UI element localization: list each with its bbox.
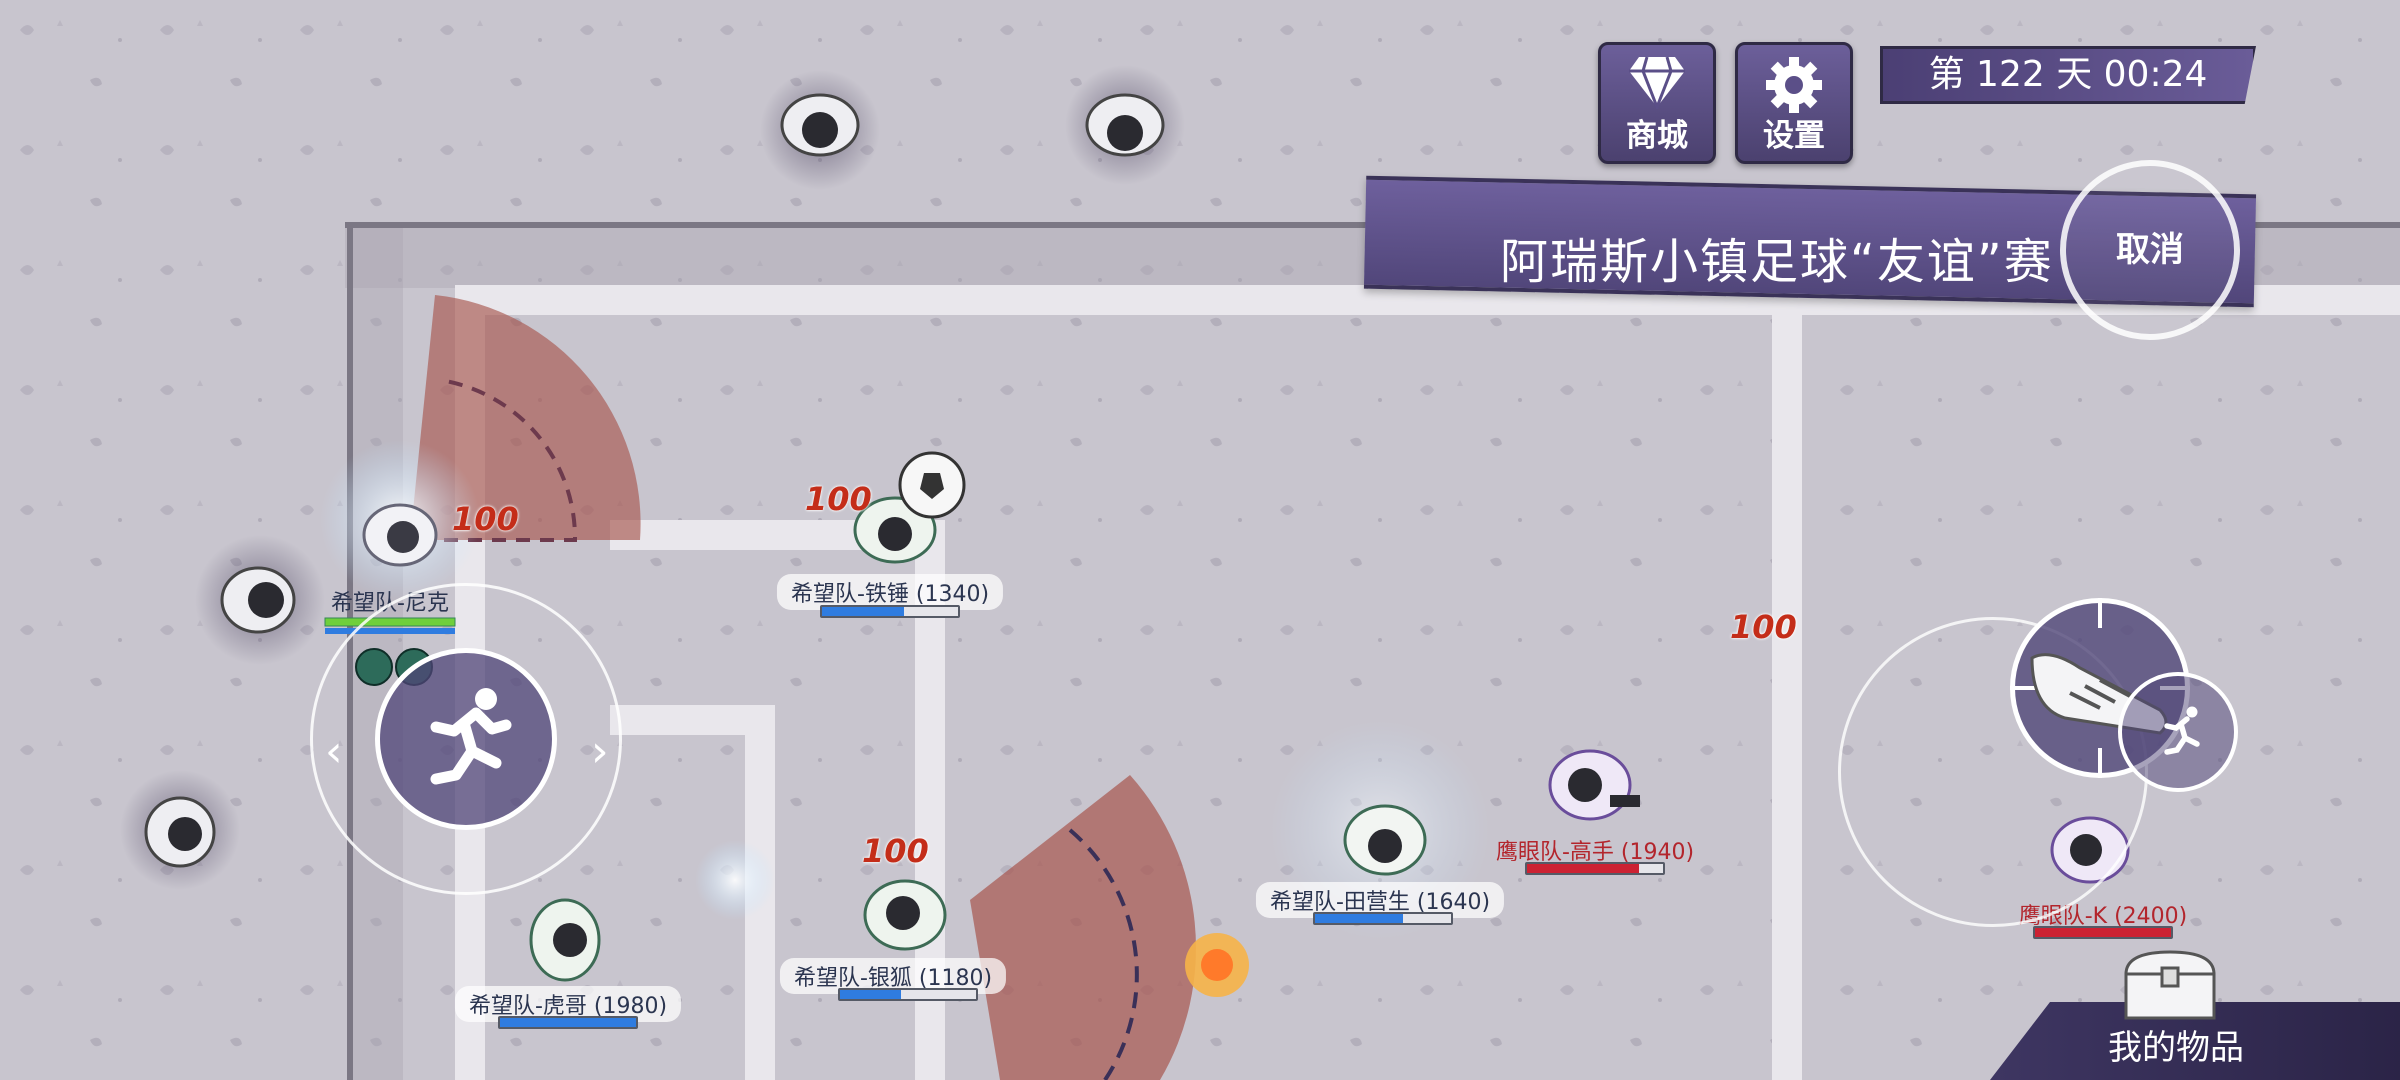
health-fill — [1315, 914, 1404, 923]
shop-label: 商城 — [1626, 118, 1688, 154]
health-fill — [2035, 928, 2171, 937]
chest-icon — [2124, 950, 2216, 1020]
player-health-bar — [498, 1016, 638, 1029]
joystick-right-arrow: › — [591, 726, 609, 777]
health-fill — [1527, 864, 1639, 873]
shop-button[interactable]: 商城 — [1598, 42, 1716, 164]
player-name-label: 希望队-银狐 (1180) — [779, 958, 1007, 994]
damage-number: 100 — [805, 480, 872, 518]
diamond-icon — [1629, 56, 1685, 109]
health-fill — [822, 607, 904, 616]
sprint-button[interactable] — [375, 648, 557, 830]
player-health-bar — [820, 605, 960, 618]
player-name-label: 希望队-铁锤 (1340) — [776, 574, 1004, 610]
settings-button[interactable]: 设置 — [1735, 42, 1853, 164]
damage-number: 100 — [1730, 608, 1797, 646]
health-fill — [840, 990, 902, 999]
running-man-icon — [430, 688, 512, 785]
player-health-bar — [1313, 912, 1453, 925]
inventory-label[interactable]: 我的物品 — [2108, 1028, 2244, 1068]
damage-number: 100 — [862, 832, 929, 870]
match-title: 阿瑞斯小镇足球“友谊”赛 — [1500, 234, 2054, 290]
dash-button[interactable] — [2118, 672, 2238, 792]
cancel-button[interactable]: 取消 — [2060, 160, 2240, 340]
health-fill — [500, 1018, 636, 1027]
gear-icon — [1766, 57, 1822, 113]
player-name-label: 希望队-田营生 (1640) — [1255, 882, 1505, 918]
running-man-icon — [2164, 706, 2200, 755]
settings-label: 设置 — [1763, 118, 1825, 154]
player-health-bar — [838, 988, 978, 1001]
enemy-health-bar — [2033, 926, 2173, 939]
enemy-name-label: 鹰眼队-高手 (1940) — [1495, 840, 1695, 865]
day-time-display: 第 122 天 00:24 — [1880, 46, 2256, 104]
enemy-health-bar — [1525, 862, 1665, 875]
joystick-left-arrow: ‹ — [325, 726, 343, 777]
damage-number: 100 — [452, 500, 519, 538]
movement-joystick[interactable]: ‹ › — [310, 583, 622, 895]
